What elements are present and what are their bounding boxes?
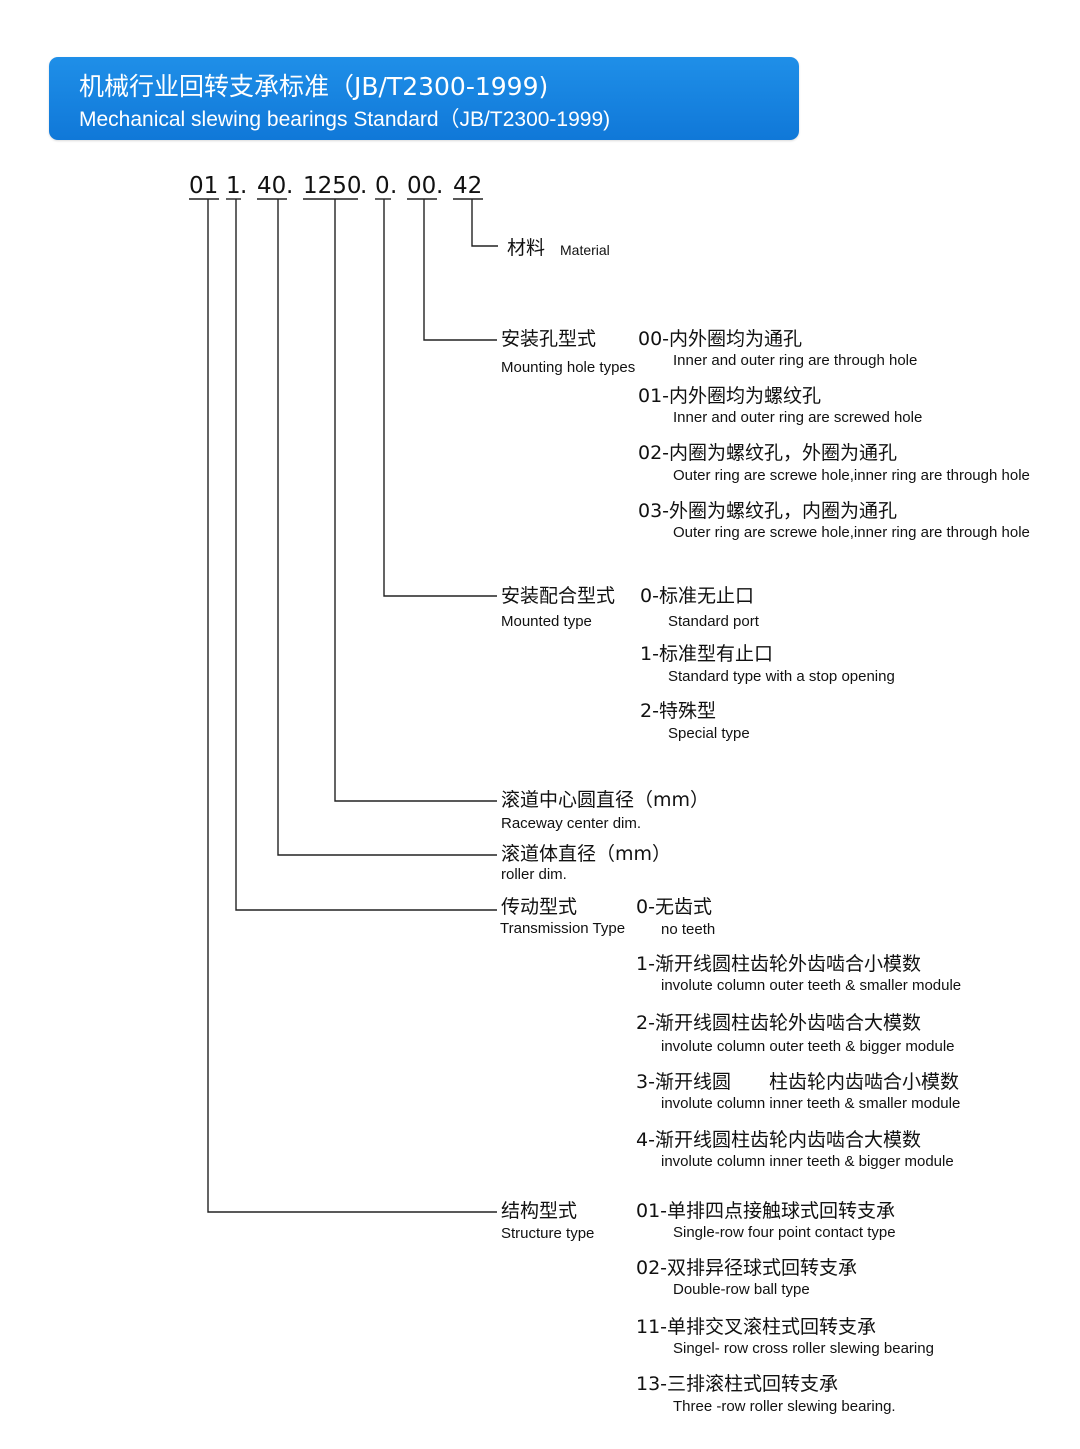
mounting-hole-option-en: Inner and outer ring are screwed hole bbox=[673, 409, 923, 426]
code-separator: . bbox=[240, 173, 248, 199]
mounting-hole-label-cn: 安装孔型式 bbox=[501, 328, 597, 350]
roller-label-en: roller dim. bbox=[501, 866, 567, 883]
code-seg-mounting-hole: 00 bbox=[407, 173, 437, 199]
connector-roller bbox=[277, 199, 497, 856]
mounted-type-option-en: Special type bbox=[668, 725, 750, 742]
mounted-type-option-en: Standard port bbox=[668, 613, 759, 630]
transmission-label-cn: 传动型式 bbox=[501, 896, 578, 918]
transmission-option-cn: 2-渐开线圆柱齿轮外齿啮合大模数 bbox=[636, 1012, 921, 1034]
material-label-en: Material bbox=[560, 242, 610, 258]
transmission-option-en: involute column outer teeth & bigger mod… bbox=[661, 1038, 955, 1055]
code-seg-material: 42 bbox=[453, 173, 483, 199]
structure-option-en: Double-row ball type bbox=[673, 1281, 810, 1298]
transmission-option-en: no teeth bbox=[661, 921, 716, 938]
code-separator: . bbox=[390, 173, 398, 199]
structure-option-cn: 02-双排异径球式回转支承 bbox=[636, 1257, 858, 1279]
transmission-label-en: Transmission Type bbox=[500, 920, 626, 937]
structure-label-cn: 结构型式 bbox=[501, 1200, 578, 1222]
mounted-type-option-cn: 1-标准型有止口 bbox=[640, 643, 773, 665]
code-seg-structure: 01 bbox=[189, 173, 219, 199]
structure-option-en: Single-row four point contact type bbox=[673, 1224, 896, 1241]
mounting-hole-option-cn: 01-内外圈均为螺纹孔 bbox=[638, 385, 822, 407]
title-english: Mechanical slewing bearings Standard（JB/… bbox=[79, 108, 611, 131]
title-chinese: 机械行业回转支承标准（JB/T2300-1999) bbox=[79, 72, 549, 101]
transmission-option-cn: 4-渐开线圆柱齿轮内齿啮合大模数 bbox=[636, 1129, 921, 1151]
mounting-hole-option-en: Outer ring are screwe hole,inner ring ar… bbox=[673, 467, 1030, 484]
mounting-hole-option-cn: 03-外圈为螺纹孔，内圈为通孔 bbox=[638, 500, 898, 522]
code-separator: . bbox=[436, 173, 444, 199]
mounting-hole-option-en: Inner and outer ring are through hole bbox=[673, 352, 918, 369]
transmission-option-en: involute column outer teeth & smaller mo… bbox=[661, 977, 962, 994]
code-seg-roller: 40 bbox=[257, 173, 287, 199]
code-seg-transmission: 1 bbox=[226, 173, 241, 199]
structure-option-cn: 13-三排滚柱式回转支承 bbox=[636, 1373, 839, 1395]
code-separator: . bbox=[360, 173, 368, 199]
structure-option-en: Three -row roller slewing bearing. bbox=[673, 1398, 896, 1415]
mounted-type-option-cn: 0-标准无止口 bbox=[640, 585, 754, 607]
structure-option-cn: 01-单排四点接触球式回转支承 bbox=[636, 1200, 896, 1222]
material-label-cn: 材料 bbox=[507, 237, 546, 259]
code-seg-raceway: 1250 bbox=[303, 173, 362, 199]
transmission-option-en: involute column inner teeth & bigger mod… bbox=[661, 1153, 954, 1170]
transmission-option-cn: 3-渐开线圆 柱齿轮内齿啮合小模数 bbox=[636, 1071, 959, 1093]
raceway-label-en: Raceway center dim. bbox=[501, 815, 642, 832]
code-seg-mounted: 0 bbox=[375, 173, 390, 199]
mounted-type-label-cn: 安装配合型式 bbox=[501, 585, 616, 607]
header-banner: 机械行业回转支承标准（JB/T2300-1999) Mechanical sle… bbox=[49, 57, 799, 140]
structure-option-cn: 11-单排交叉滚柱式回转支承 bbox=[636, 1316, 877, 1338]
transmission-option-cn: 1-渐开线圆柱齿轮外齿啮合小模数 bbox=[636, 953, 921, 975]
connector-transmission bbox=[235, 199, 497, 911]
mounting-hole-option-cn: 00-内外圈均为通孔 bbox=[638, 328, 803, 350]
connector-mounting-hole bbox=[423, 199, 497, 341]
mounted-type-option-en: Standard type with a stop opening bbox=[668, 668, 895, 685]
mounting-hole-option-cn: 02-内圈为螺纹孔，外圈为通孔 bbox=[638, 442, 898, 464]
mounting-hole-option-en: Outer ring are screwe hole,inner ring ar… bbox=[673, 524, 1030, 541]
roller-label-cn: 滚道体直径（mm） bbox=[501, 843, 672, 865]
connector-material bbox=[471, 199, 498, 247]
connector-structure bbox=[207, 199, 497, 1213]
transmission-option-en: involute column inner teeth & smaller mo… bbox=[661, 1095, 961, 1112]
connector-mounted-type bbox=[383, 199, 497, 597]
raceway-label-cn: 滚道中心圆直径（mm） bbox=[501, 789, 710, 811]
connector-raceway bbox=[334, 199, 497, 802]
transmission-option-cn: 0-无齿式 bbox=[636, 896, 712, 918]
structure-option-en: Singel- row cross roller slewing bearing bbox=[673, 1340, 934, 1357]
mounted-type-option-cn: 2-特殊型 bbox=[640, 700, 716, 722]
mounted-type-label-en: Mounted type bbox=[501, 613, 592, 630]
code-separator: . bbox=[286, 173, 294, 199]
mounting-hole-label-en: Mounting hole types bbox=[501, 359, 636, 376]
structure-label-en: Structure type bbox=[501, 1225, 595, 1242]
